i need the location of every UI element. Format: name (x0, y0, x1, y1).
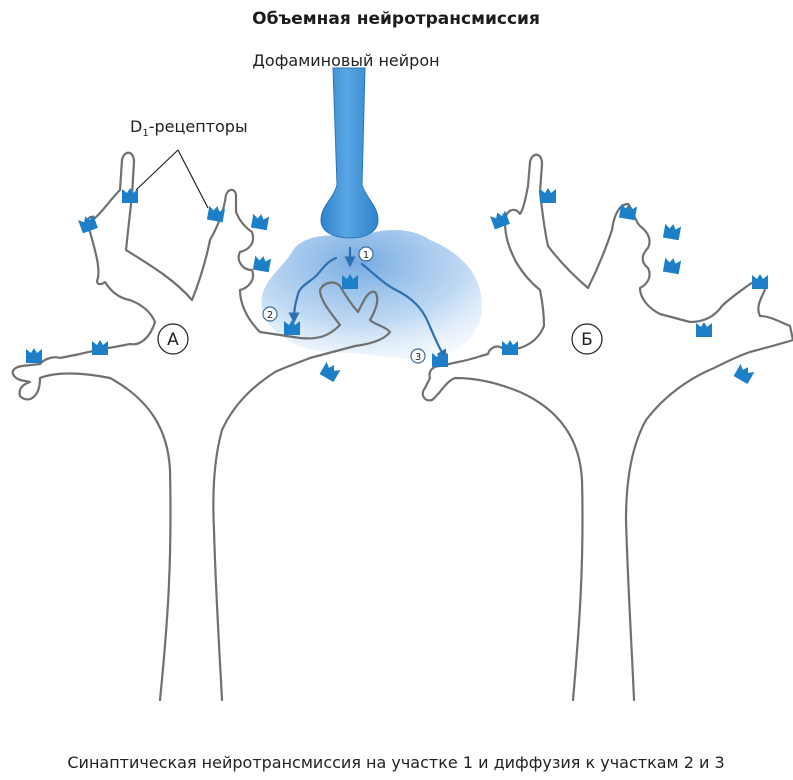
d1-receptor-17 (663, 257, 681, 275)
diagram-caption: Синаптическая нейротрансмиссия на участк… (67, 753, 724, 772)
svg-text:Б: Б (581, 330, 593, 350)
d1-receptor-label: D1-рецепторы (130, 117, 248, 139)
neuron-b-outline (423, 155, 793, 700)
site-marker-2: 2 (263, 307, 277, 321)
d1-receptor-6 (26, 348, 42, 363)
svg-text:А: А (167, 330, 179, 350)
svg-text:2: 2 (267, 310, 273, 321)
d1-receptor-1 (122, 188, 138, 203)
d1-receptor-12 (502, 340, 518, 355)
d1-receptor-20 (734, 363, 755, 384)
svg-text:3: 3 (415, 352, 421, 363)
diagram-title: Объемная нейротрансмиссия (252, 9, 540, 29)
receptor-leader-line-right (178, 150, 208, 208)
d1-receptor-16 (663, 223, 681, 241)
d1-receptor-8 (320, 361, 341, 382)
receptor-leader-line-left (136, 150, 178, 190)
svg-text:1: 1 (363, 250, 369, 261)
d1-receptor-4 (251, 213, 269, 231)
site-marker-3: 3 (411, 349, 425, 363)
cell-b-label: Б (572, 324, 602, 354)
d1-receptor-5 (253, 255, 271, 273)
site-marker-1: 1 (359, 247, 373, 261)
d1-receptor-19 (752, 274, 768, 289)
dopamine-neuron-label: Дофаминовый нейрон (252, 51, 439, 70)
d1-receptor-13 (540, 188, 556, 203)
dopamine-axon (321, 68, 378, 238)
d1-receptor-18 (696, 322, 712, 337)
d1-receptor-7 (92, 340, 108, 355)
cell-a-label: А (158, 324, 188, 354)
